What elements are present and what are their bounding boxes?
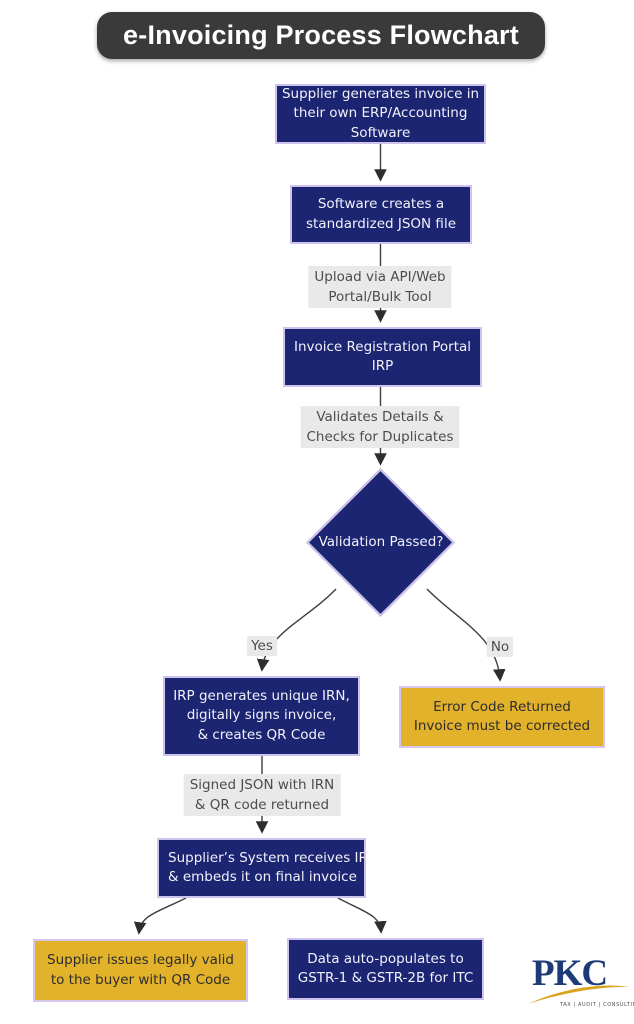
node-supplier-generates-invoice: Supplier generates invoice in their own … — [275, 84, 486, 144]
edge-label-validates-details: Validates Details & Checks for Duplicate… — [300, 406, 460, 448]
page-title-banner: e-Invoicing Process Flowchart — [97, 12, 545, 59]
node-software-creates-json: Software creates a standardized JSON fil… — [290, 185, 472, 244]
pkc-logo-swoosh-icon — [528, 985, 630, 1004]
node-error-code-returned: Error Code Returned Invoice must be corr… — [399, 686, 605, 748]
node-irp-generates-irn: IRP generates unique IRN, digitally sign… — [163, 676, 360, 756]
decision-validation-passed-label: Validation Passed? — [318, 534, 444, 550]
node-supplier-system-receives-irn: Supplier’s System receives IRN & embeds … — [157, 838, 366, 898]
page-title: e-Invoicing Process Flowchart — [123, 20, 519, 50]
edge-label-yes: Yes — [247, 636, 277, 656]
edge-label-signed-json: Signed JSON with IRN & QR code returned — [183, 774, 341, 816]
pkc-logo: PKC TAX | AUDIT | CONSULTING — [526, 950, 634, 1016]
edge-label-upload-via-api: Upload via API/Web Portal/Bulk Tool — [308, 266, 452, 308]
pkc-logo-tagline: TAX | AUDIT | CONSULTING — [560, 1002, 634, 1008]
node-invoice-registration-portal: Invoice Registration Portal IRP — [283, 327, 482, 387]
edge-label-no: No — [486, 637, 514, 657]
node-data-auto-populates-gstr: Data auto-populates to GSTR-1 & GSTR-2B … — [287, 938, 484, 1000]
node-supplier-issues-invoice: Supplier issues legally valid to the buy… — [33, 939, 248, 1002]
